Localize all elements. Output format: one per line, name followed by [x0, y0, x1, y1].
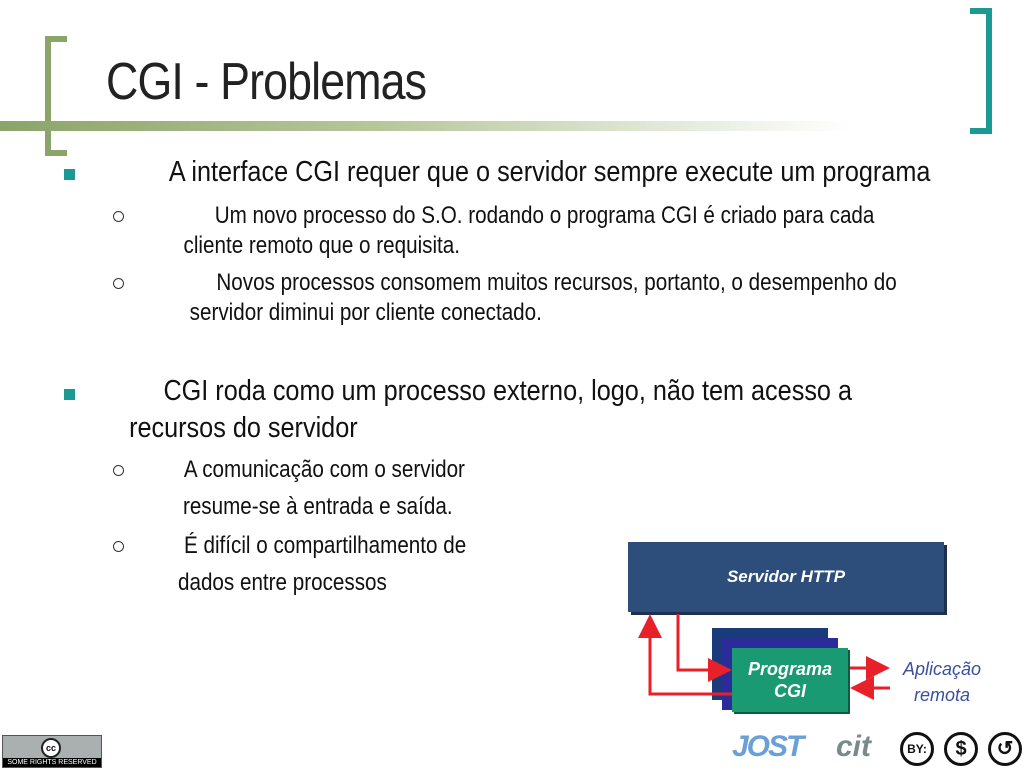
remote-app-label: Aplicação remota: [892, 656, 992, 708]
cc-sa-icon: ↺: [988, 732, 1022, 766]
remote-label-line-1: Aplicação: [902, 659, 982, 679]
sub-bullet-circle-icon: [113, 541, 124, 552]
sub-bullet-1-2-line-2: servidor diminui por cliente conectado.: [189, 299, 542, 326]
sub-bullet-2-2-line-1: É difícil o compartilhamento de: [183, 532, 467, 559]
sub-bullet-circle-icon: [113, 465, 124, 476]
diagram-arrows: [638, 614, 890, 700]
cc-icon: cc: [41, 738, 61, 758]
sub-bullet-1-2-line-1: Novos processos consomem muitos recursos…: [216, 269, 897, 296]
sub-bullet-2-1-line-1: A comunicação com o servidor: [183, 456, 465, 483]
sub-bullet-circle-icon: [113, 211, 124, 222]
slide-title: CGI - Problemas: [106, 53, 427, 111]
title-underline: [0, 121, 850, 131]
program-cgi-box: Programa CGI: [732, 648, 848, 712]
remote-label-line-2: remota: [913, 685, 971, 705]
program-label-line-1: Programa: [747, 659, 833, 679]
title-bracket-right: [970, 8, 992, 134]
bullet-square-icon: [64, 169, 75, 180]
arrow-server-to-program: [676, 614, 732, 682]
server-http-box: Servidor HTTP: [628, 542, 944, 612]
cit-logo: cit: [836, 730, 872, 763]
cc-nc-icon: $: [944, 732, 978, 766]
program-label-line-2: CGI: [773, 681, 806, 701]
title-bracket-left: [45, 36, 67, 156]
cc-badge-text: SOME RIGHTS RESERVED: [3, 758, 101, 767]
bullet-square-icon: [64, 389, 75, 400]
bullet-1-text: A interface CGI requer que o servidor se…: [168, 156, 931, 188]
cgi-diagram: Servidor HTTP Programa CGI Aplicação rem…: [620, 536, 1000, 726]
sub-bullet-1-1-line-1: Um novo processo do S.O. rodando o progr…: [214, 202, 875, 229]
creative-commons-badge[interactable]: cc SOME RIGHTS RESERVED: [2, 735, 102, 768]
bullet-2-line-1: CGI roda como um processo externo, logo,…: [163, 375, 853, 407]
arrow-program-to-server: [638, 614, 732, 696]
jost-logo: JOST: [732, 730, 804, 763]
bullet-2-line-2: recursos do servidor: [129, 412, 358, 444]
sub-bullet-1-1-line-2: cliente remoto que o requisita.: [183, 232, 461, 259]
sub-bullet-2-2-line-2: dados entre processos: [177, 569, 387, 596]
sub-bullet-2-1-line-2: resume-se à entrada e saída.: [182, 493, 453, 520]
cc-by-icon: BY:: [900, 732, 934, 766]
sub-bullet-circle-icon: [113, 278, 124, 289]
